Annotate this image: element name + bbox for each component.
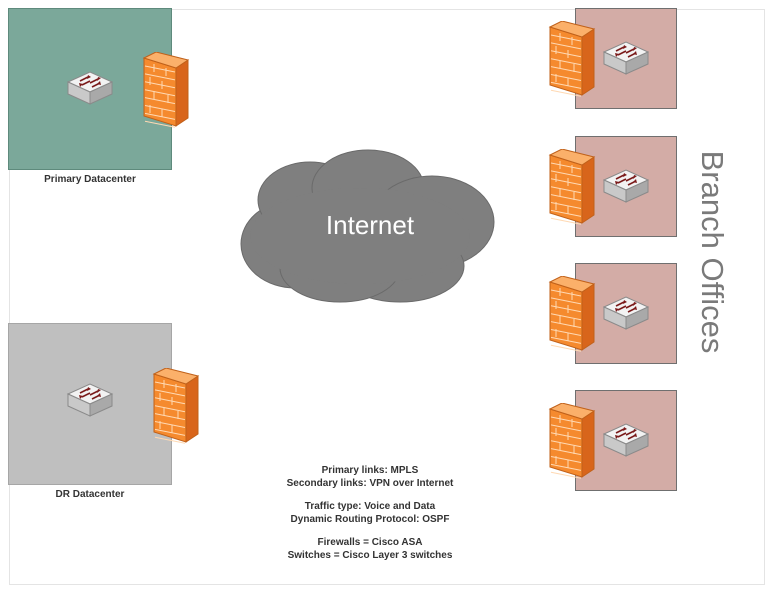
branch-offices-title: Branch Offices <box>695 150 730 354</box>
layer3-switch-icon <box>66 383 114 417</box>
internet-cloud-label: Internet <box>325 210 415 240</box>
firewall-icon <box>548 403 596 479</box>
note-traffic-type: Traffic type: Voice and Data <box>304 501 436 512</box>
note-routing-protocol: Dynamic Routing Protocol: OSPF <box>290 514 450 525</box>
diagram-notes: Primary links: MPLS Secondary links: VPN… <box>250 464 490 562</box>
firewall-icon <box>548 276 596 352</box>
diagram-border <box>9 9 765 585</box>
note-switches: Switches = Cisco Layer 3 switches <box>287 550 453 561</box>
layer3-switch-icon <box>602 41 650 75</box>
internet-cloud-icon <box>240 149 495 303</box>
firewall-icon <box>548 21 596 97</box>
firewall-icon <box>142 52 190 128</box>
note-firewalls: Firewalls = Cisco ASA <box>317 537 423 548</box>
primary-datacenter-label: Primary Datacenter <box>44 174 136 185</box>
layer3-switch-icon <box>602 169 650 203</box>
dr-datacenter-label: DR Datacenter <box>55 489 125 500</box>
firewall-icon <box>548 149 596 225</box>
layer3-switch-icon <box>602 423 650 457</box>
note-secondary-links: Secondary links: VPN over Internet <box>286 478 454 489</box>
note-primary-links: Primary links: MPLS <box>321 465 419 476</box>
layer3-switch-icon <box>66 71 114 105</box>
firewall-icon <box>152 368 200 444</box>
layer3-switch-icon <box>602 296 650 330</box>
